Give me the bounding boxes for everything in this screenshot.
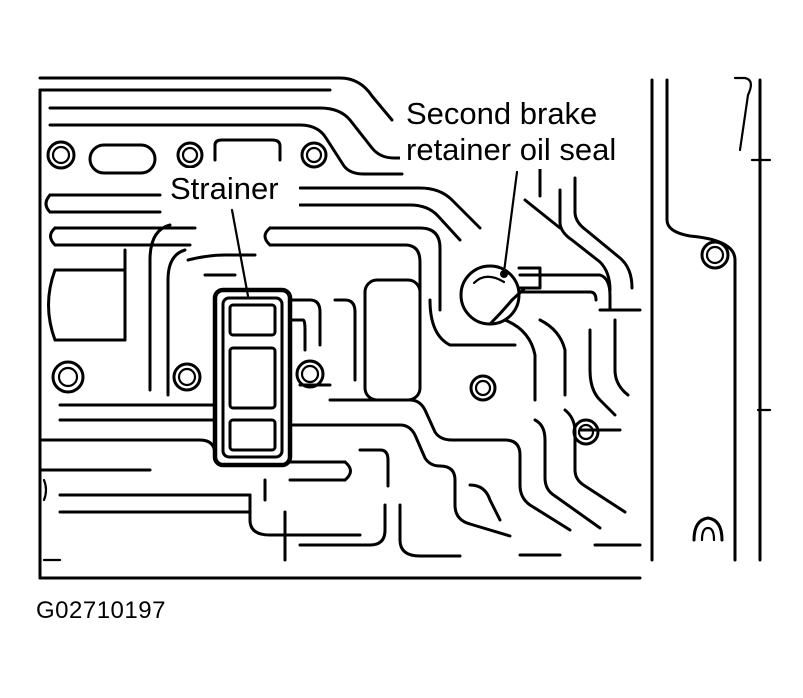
bolt-hole-top-center xyxy=(176,141,204,169)
bolt-hole-left xyxy=(51,360,85,394)
oil-seal-label-line2: retainer oil seal xyxy=(406,132,616,167)
bolt-hole-strainer-right xyxy=(295,359,325,389)
strainer xyxy=(212,287,293,468)
bolt-hole-bottom-right xyxy=(692,516,724,542)
retainer-oil-seal xyxy=(459,264,542,326)
bolt-hole-top-right xyxy=(300,141,328,169)
bolt-hole-center-right xyxy=(469,374,497,402)
strainer-label: Strainer xyxy=(170,171,279,206)
bolt-hole-far-right xyxy=(700,240,730,270)
figure-id: G02710197 xyxy=(36,597,166,624)
oil-passages-right xyxy=(438,166,642,557)
valve-body-outline xyxy=(38,76,772,580)
bolt-hole-top-left xyxy=(46,140,76,170)
oil-seal-leader-dot xyxy=(500,270,508,278)
oil-seal-label-line1: Second brake xyxy=(406,96,597,131)
bolt-hole-strainer-left xyxy=(172,362,202,392)
oil-passages-upper xyxy=(44,106,482,322)
leader-lines xyxy=(230,170,519,298)
callouts: Strainer Second brake retainer oil seal xyxy=(167,93,645,206)
oil-passages-left xyxy=(40,223,257,514)
bolt-hole-right xyxy=(572,418,600,446)
bolt-holes xyxy=(46,140,730,542)
